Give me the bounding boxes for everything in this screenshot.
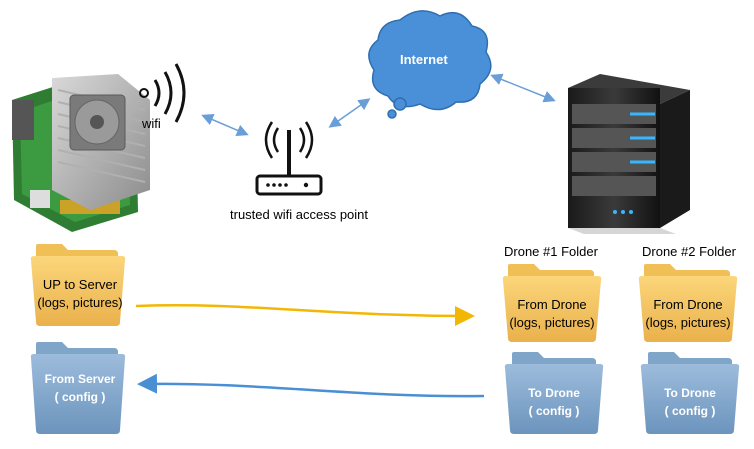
download-sync-arrow xyxy=(137,373,485,398)
folder-up-to-server xyxy=(30,244,126,326)
router-internet-link xyxy=(328,98,371,128)
drone2-from-line1: From Drone xyxy=(653,297,723,312)
local-down-line2: ( config ) xyxy=(54,390,106,404)
internet-label: Internet xyxy=(400,52,448,67)
local-up-line1: UP to Server xyxy=(42,277,118,292)
internet-cloud-icon xyxy=(368,10,492,119)
local-down-folder-label: From Server ( config ) xyxy=(34,370,126,406)
drone1-from-folder-label: From Drone (logs, pictures) xyxy=(504,296,600,332)
folder-drone2-to-drone xyxy=(640,352,740,434)
router-icon xyxy=(255,121,323,196)
server-icon xyxy=(568,74,690,234)
local-down-line1: From Server xyxy=(44,372,116,386)
network-links xyxy=(201,73,556,136)
drone2-from-line2: (logs, pictures) xyxy=(645,315,731,330)
folder-drone1-to-drone xyxy=(504,352,604,434)
local-up-line2: (logs, pictures) xyxy=(37,295,123,310)
drone1-folder-title: Drone #1 Folder xyxy=(504,244,598,259)
local-up-folder-label: UP to Server (logs, pictures) xyxy=(34,276,126,312)
drone1-from-line2: (logs, pictures) xyxy=(509,315,595,330)
drone2-folder-title: Drone #2 Folder xyxy=(642,244,736,259)
folder-from-server xyxy=(30,342,126,434)
drone1-to-folder-label: To Drone ( config ) xyxy=(506,384,602,420)
internet-server-link xyxy=(490,73,556,103)
wifi-label: wifi xyxy=(142,116,161,131)
access-point-label: trusted wifi access point xyxy=(230,207,369,222)
drone-router-link xyxy=(201,114,249,136)
wifi-signal-icon xyxy=(139,63,186,123)
folder-drone1-from-drone xyxy=(502,264,602,342)
drone-computer-icon xyxy=(12,74,150,232)
drone1-from-line1: From Drone xyxy=(517,297,587,312)
drone1-to-line2: ( config ) xyxy=(528,404,580,418)
drone2-to-line1: To Drone xyxy=(664,386,716,400)
drone2-to-line2: ( config ) xyxy=(664,404,716,418)
drone2-to-folder-label: To Drone ( config ) xyxy=(642,384,738,420)
drone1-to-line1: To Drone xyxy=(528,386,580,400)
upload-sync-arrow xyxy=(135,304,475,326)
drone2-from-folder-label: From Drone (logs, pictures) xyxy=(640,296,736,332)
folder-drone2-from-drone xyxy=(638,264,738,342)
